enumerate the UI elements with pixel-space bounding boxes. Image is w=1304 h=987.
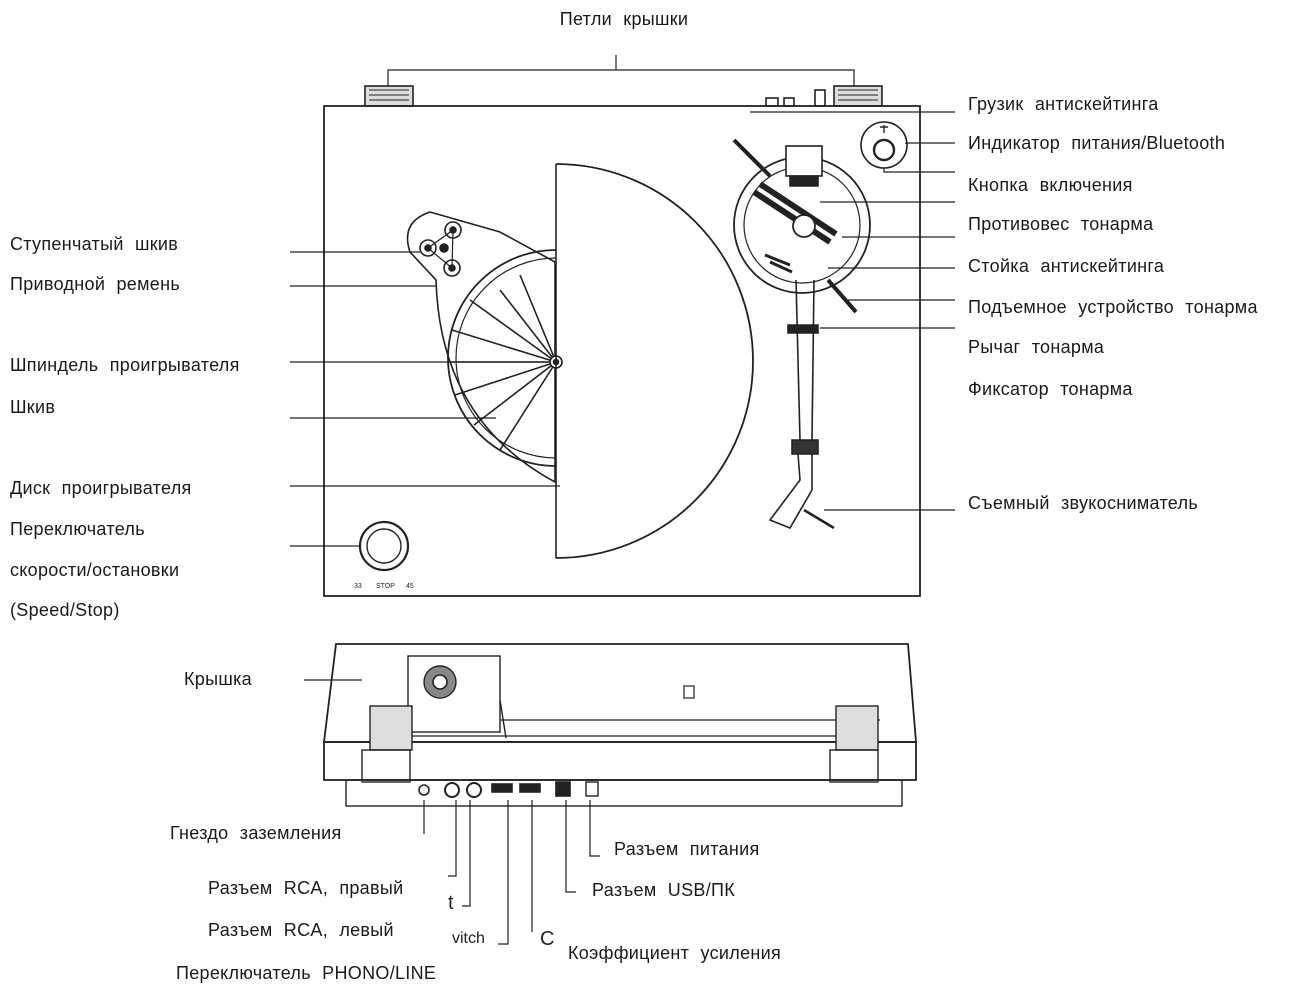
label-tonearm-lever: Рычаг тонарма: [968, 337, 1105, 357]
label-tonearm-clamp: Фиксатор тонарма: [968, 379, 1133, 399]
speed-knob: [358, 520, 410, 572]
label-spindle: Шпиндель проигрывателя: [10, 355, 240, 375]
label-usb-pc: Разъем USB/ПК: [592, 880, 736, 900]
label-rca-right: Разъем RCA, правый: [208, 878, 404, 898]
leader-lines-front: [304, 679, 600, 945]
tonearm-drawing: [732, 138, 871, 530]
label-lid-hinges: Петли крышки: [559, 9, 689, 29]
label-speed-switch-1: Переключатель: [10, 519, 145, 539]
label-phono-line: Переключатель PHONO/LINE: [176, 963, 437, 983]
label-platter: Диск проигрывателя: [10, 478, 192, 498]
top-plinth: [323, 105, 921, 597]
label-counterweight: Противовес тонарма: [968, 214, 1154, 234]
label-ground-jack: Гнездо заземления: [170, 823, 342, 843]
speed-scale: 33 STOP 45: [354, 583, 414, 590]
label-power-jack: Разъем питания: [614, 839, 760, 859]
label-tonearm-lift: Подъемное устройство тонарма: [968, 297, 1258, 317]
fragment-c: C: [540, 928, 555, 950]
label-rca-left: Разъем RCA, левый: [208, 920, 394, 940]
label-power-button: Кнопка включения: [968, 175, 1133, 195]
leader-lines-left: [290, 251, 560, 547]
callout-lid-hinges: [387, 55, 855, 86]
drive-belt-assembly: [406, 211, 556, 484]
label-power-bt-indicator: Индикатор питания/Bluetooth: [968, 133, 1226, 153]
speed-45-text: 45: [406, 583, 414, 590]
label-lid: Крышка: [184, 669, 252, 689]
lid-hinges: [364, 85, 883, 107]
platter-drawing: [447, 163, 754, 559]
label-cartridge: Съемный звукосниматель: [968, 493, 1198, 513]
speed-stop-text: STOP: [376, 583, 395, 590]
fragment-vitch: vitch: [452, 930, 485, 947]
label-drive-belt: Приводной ремень: [10, 274, 181, 294]
front-view: [322, 643, 917, 807]
label-pulley: Шкив: [10, 397, 56, 417]
label-step-pulley: Ступенчатый шкив: [10, 234, 179, 254]
label-antiskate-weight: Грузик антискейтинга: [968, 94, 1159, 114]
label-gain: Коэффициент усиления: [568, 943, 782, 963]
label-antiskate-post: Стойка антискейтинга: [968, 256, 1165, 276]
speed-33-text: 33: [354, 583, 362, 590]
label-speed-switch-2: скорости/остановки: [10, 560, 180, 580]
label-speed-switch-3: (Speed/Stop): [10, 600, 120, 620]
power-button-drawing: [860, 121, 908, 169]
leader-lines-right: [750, 111, 955, 511]
fragment-t: t: [448, 892, 454, 914]
